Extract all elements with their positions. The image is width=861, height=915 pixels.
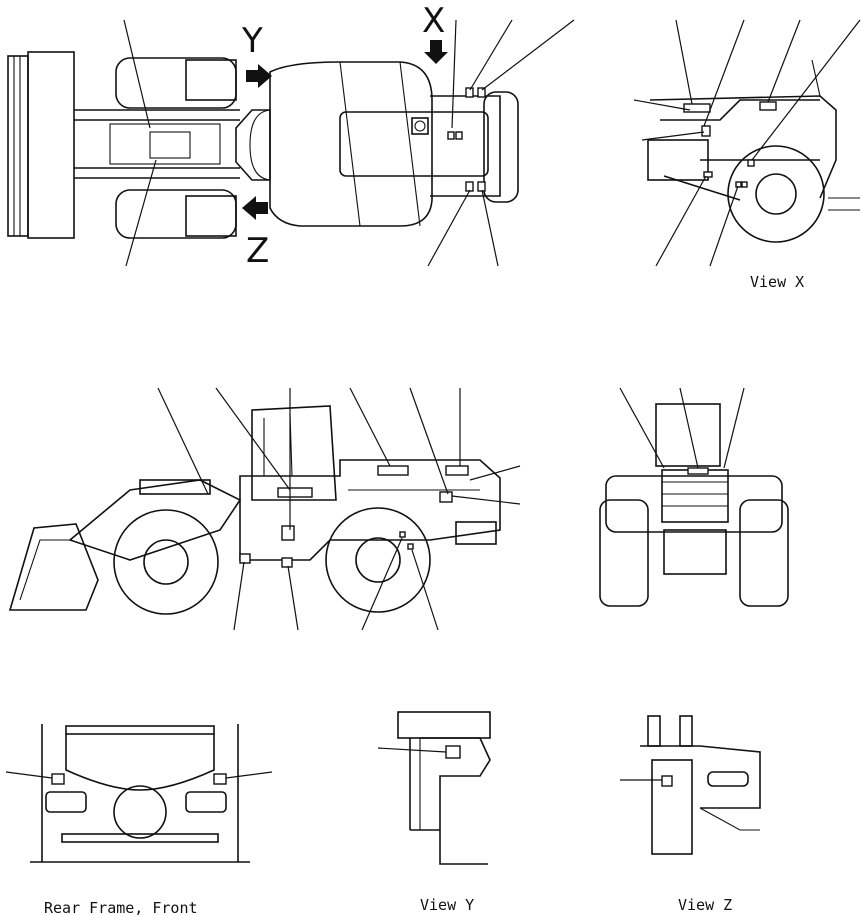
view-z: View Z <box>620 715 761 914</box>
top-view: Y X Z <box>7 1 575 271</box>
view-x: View X <box>633 19 861 291</box>
label-y: Y <box>241 21 263 61</box>
side-view <box>8 387 521 631</box>
label-x: X <box>422 1 445 41</box>
caption-view-y: View Y <box>420 896 474 914</box>
caption-rear-frame-front: Rear Frame, Front <box>44 899 198 915</box>
caption-view-z: View Z <box>678 896 732 914</box>
caption-view-x: View X <box>750 273 804 291</box>
rear-frame-front: Rear Frame, Front <box>5 724 273 915</box>
view-y: View Y <box>377 711 491 914</box>
label-z: Z <box>246 231 269 271</box>
rear-view <box>599 387 789 607</box>
